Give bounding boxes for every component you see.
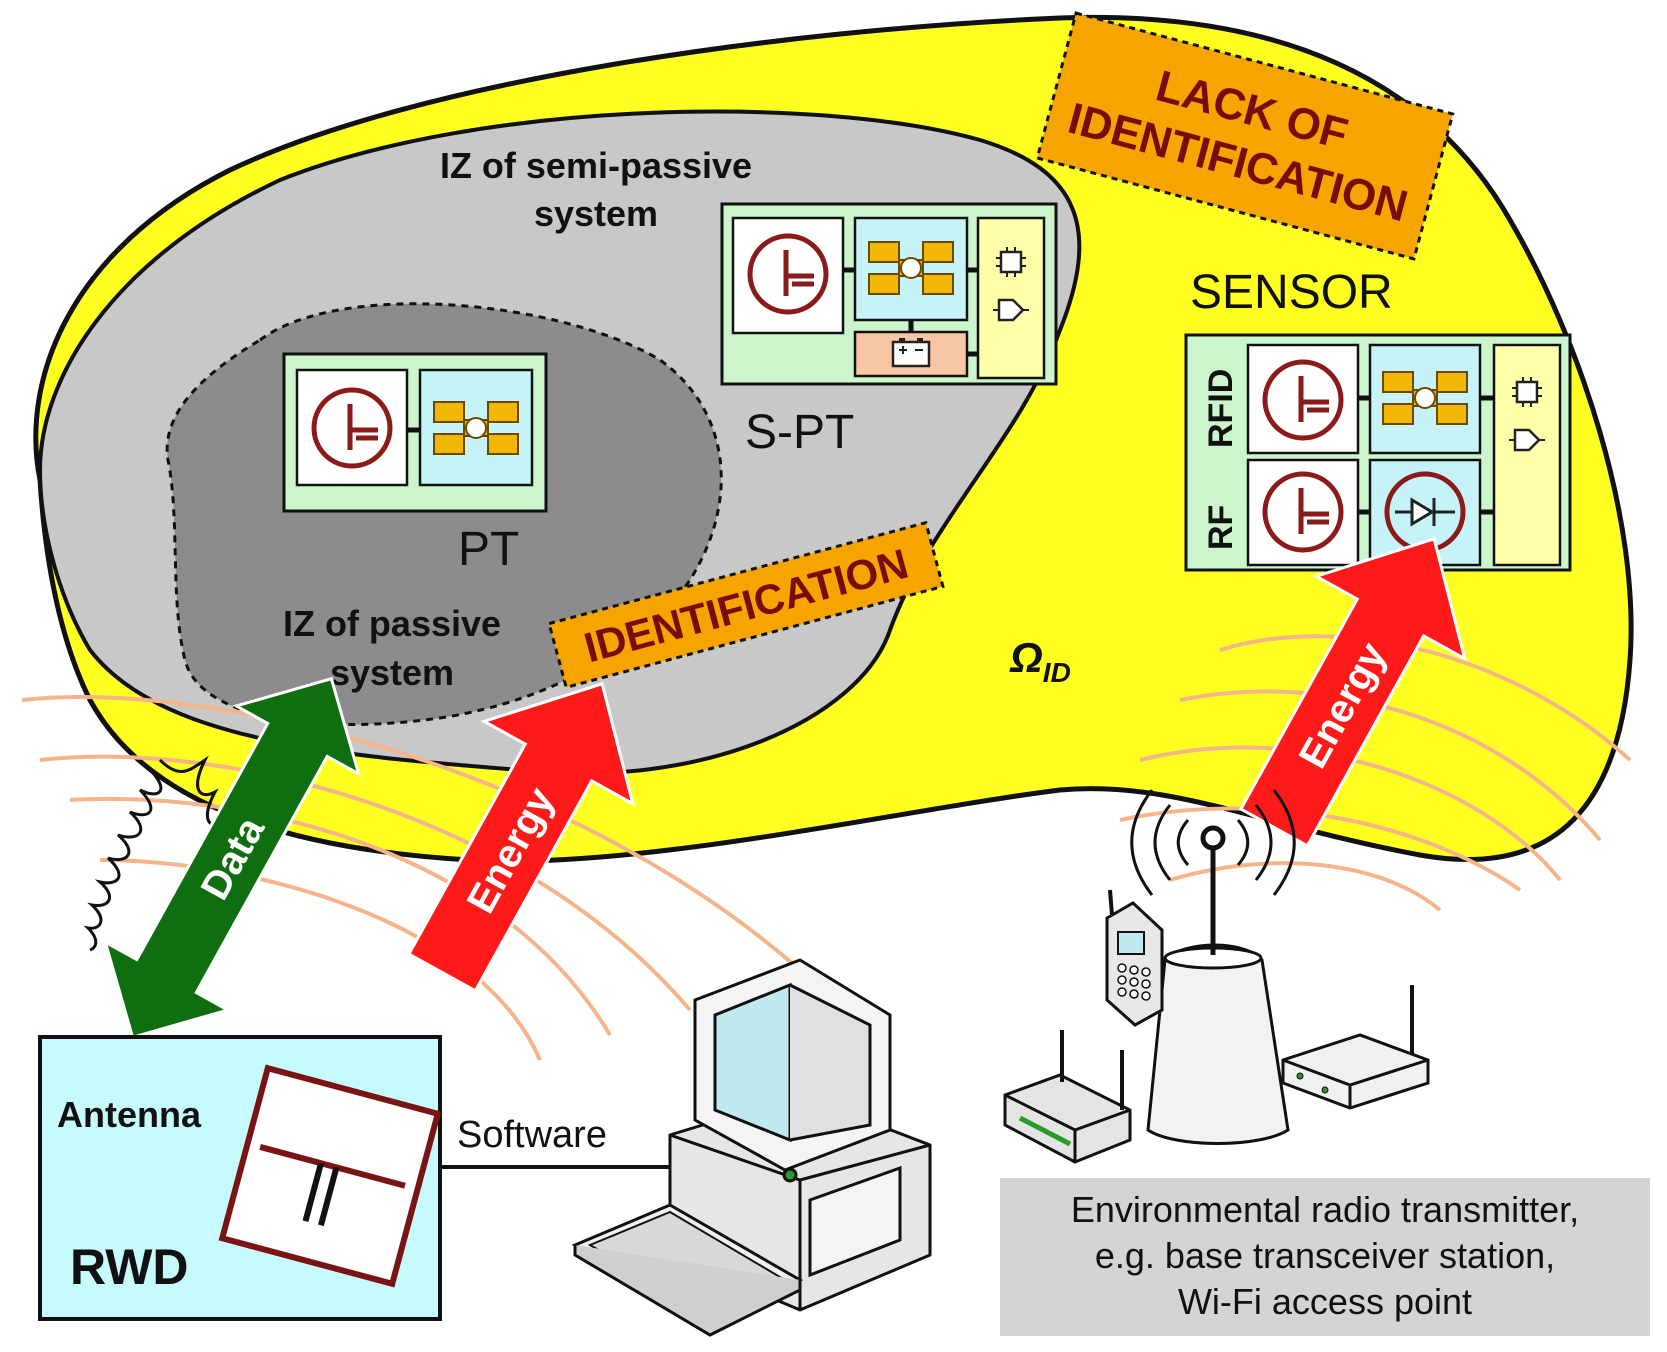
pt-tag	[282, 352, 548, 513]
sensor-tag	[1184, 333, 1572, 572]
rwd-label: RWD	[70, 1239, 189, 1295]
iz-semi-line2: system	[534, 193, 658, 234]
computer-icon	[571, 958, 932, 1337]
antenna-label: Antenna	[57, 1094, 202, 1135]
rwd-antenna-icon	[218, 1064, 442, 1288]
battery-icon	[891, 338, 931, 368]
sensor-rf-label: RF	[1202, 505, 1240, 550]
wifi-router-right-icon	[1281, 985, 1430, 1110]
radio-waves-right	[1119, 634, 1632, 912]
mobile-phone-icon	[1105, 889, 1164, 1027]
env-line1: Environmental radio transmitter,	[1071, 1189, 1579, 1230]
wifi-router-left-icon	[1003, 1030, 1132, 1164]
env-line3: Wi-Fi access point	[1178, 1281, 1472, 1322]
software-label: Software	[457, 1114, 607, 1156]
iz-semi-line1: IZ of semi-passive	[440, 145, 752, 186]
spt-tag	[720, 202, 1058, 386]
lack-of-identification-badge: LACK OF IDENTIFICATION	[1035, 11, 1455, 261]
sensor-label: SENSOR	[1190, 266, 1393, 319]
environment-caption-box	[1000, 1178, 1650, 1336]
omega-id-symbol: ΩID	[1009, 634, 1071, 688]
iz-passive-line2: system	[330, 652, 454, 693]
iz-passive-line1: IZ of passive	[283, 603, 501, 644]
spt-label: S-PT	[745, 406, 854, 459]
base-station-tower-icon	[1130, 789, 1296, 1145]
sensor-rfid-label: RFID	[1202, 369, 1240, 448]
env-line2: e.g. base transceiver station,	[1095, 1235, 1555, 1276]
pt-label: PT	[458, 523, 519, 576]
